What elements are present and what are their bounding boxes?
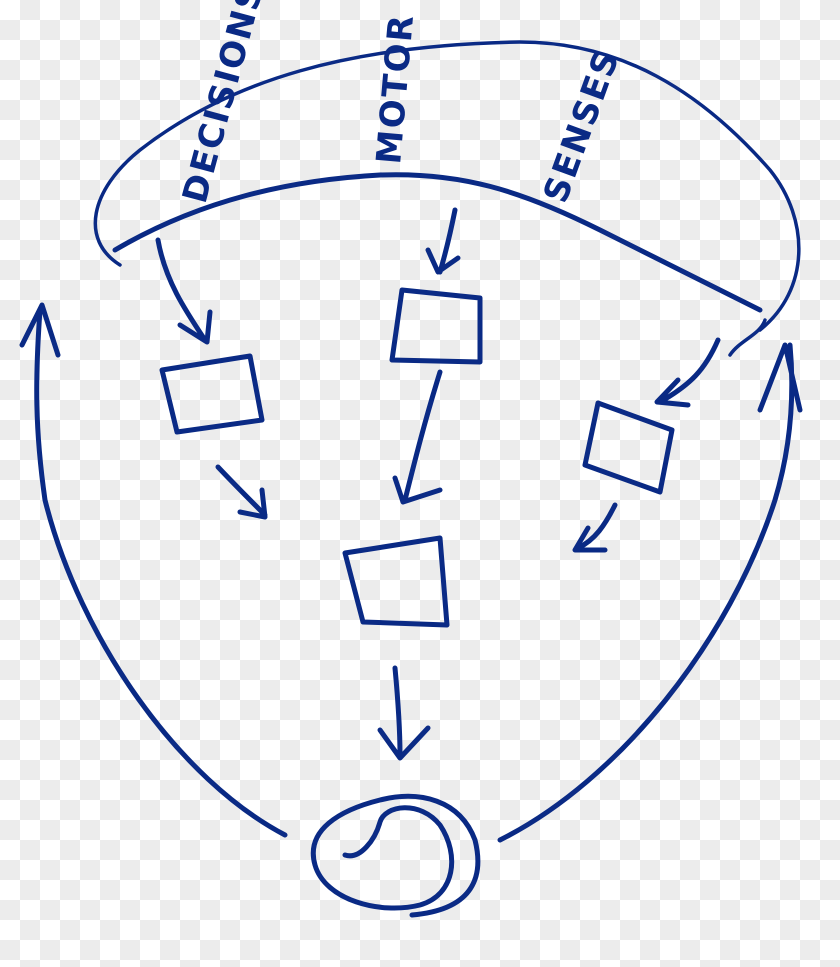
box-decisions (159, 353, 265, 435)
arrow-motor-to-center (392, 369, 443, 505)
label-senses: SENSES (536, 44, 628, 208)
box-senses (582, 400, 675, 495)
arrow-senses-out (572, 502, 618, 553)
arrow-senses (654, 337, 721, 408)
arrow-center-down (377, 665, 431, 761)
right-loop-arc (497, 342, 803, 843)
label-motor: MOTOR (369, 12, 422, 166)
arrow-decisions-out (215, 464, 268, 520)
arrow-motor (425, 207, 461, 275)
label-decisions: DECISIONS (175, 0, 272, 207)
spiral-node (310, 793, 481, 918)
cap-end (728, 318, 767, 357)
box-motor (389, 287, 483, 365)
left-loop-arc (19, 302, 288, 838)
arrow-decisions (155, 237, 213, 345)
cap-outer-arc (93, 40, 801, 332)
cap-inner-arc (112, 172, 763, 313)
box-center (342, 535, 450, 628)
